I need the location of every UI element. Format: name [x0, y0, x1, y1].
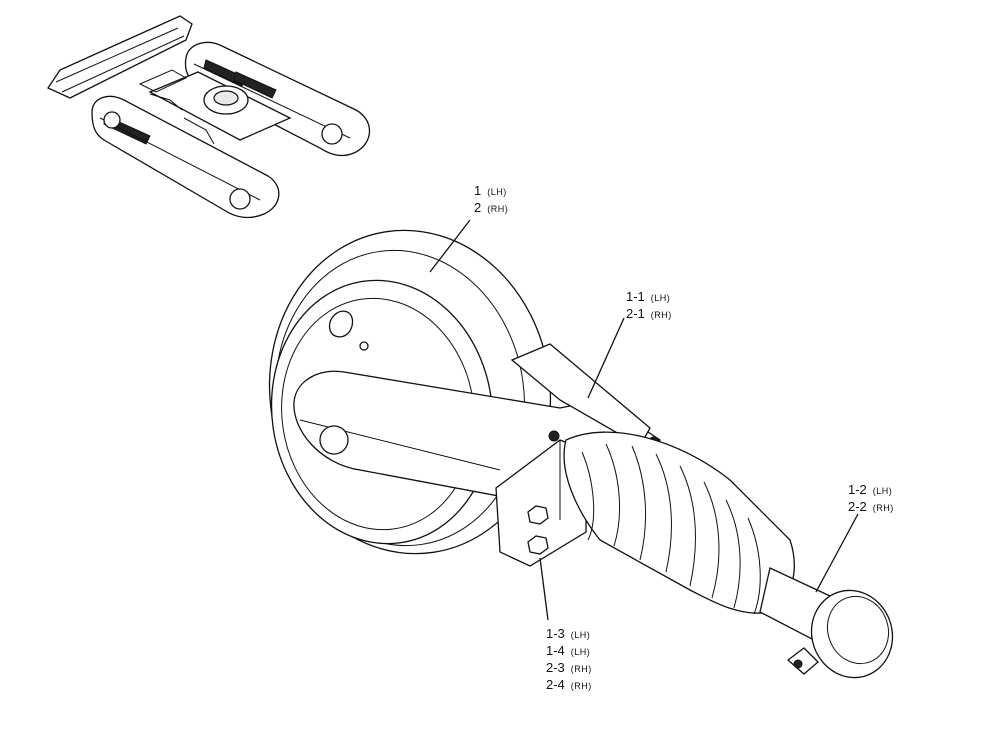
side-marker: (RH) [872, 503, 894, 513]
recoil-spring-cylinder [563, 431, 894, 679]
part-number: 2-1 [626, 306, 645, 321]
side-marker: (LH) [650, 293, 671, 303]
part-number: 2 [474, 200, 482, 215]
part-number: 2-2 [848, 499, 867, 514]
side-marker: (LH) [570, 647, 591, 657]
leader-lines [429, 219, 859, 621]
side-marker: (RH) [570, 681, 592, 691]
callout-bracket: 1-1 (LH) 2-1 (RH) [626, 289, 672, 323]
part-number: 1-4 [546, 643, 565, 658]
part-number: 1-3 [546, 626, 565, 641]
callout-idler: 1 (LH) 2 (RH) [474, 183, 508, 217]
side-marker: (LH) [487, 187, 507, 197]
callout-cylinder: 1-2 (LH) 2-2 (RH) [848, 482, 894, 516]
side-marker: (RH) [487, 204, 509, 214]
side-marker: (LH) [570, 630, 591, 640]
side-marker: (RH) [570, 664, 592, 674]
part-number: 2-4 [546, 677, 565, 692]
side-marker: (LH) [872, 486, 893, 496]
part-number: 1 [474, 183, 482, 198]
part-number: 1-2 [848, 482, 867, 497]
side-marker: (RH) [650, 310, 672, 320]
idler-bracket [293, 343, 662, 567]
part-number: 1-1 [626, 289, 645, 304]
undercarriage-inset [47, 15, 371, 219]
part-number: 2-3 [546, 660, 565, 675]
callout-bolts: 1-3 (LH) 1-4 (LH) 2-3 (RH) 2-4 (RH) [546, 626, 592, 694]
